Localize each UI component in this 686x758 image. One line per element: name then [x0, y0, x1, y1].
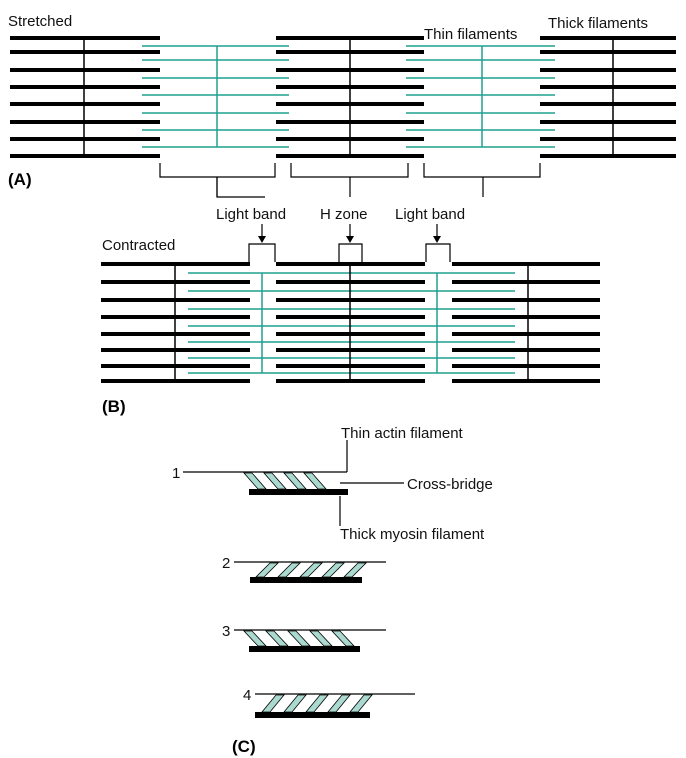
h-zone-label: H zone [320, 206, 368, 223]
band-bracket [423, 163, 541, 178]
cross-bridge [331, 630, 355, 647]
thin-filaments-label: Thin filaments [424, 26, 517, 43]
thick-filaments-label: Thick filaments [548, 15, 648, 32]
thick-myosin-filament-label: Thick myosin filament [340, 526, 485, 543]
step-2-number: 2 [222, 555, 230, 572]
cross-bridge [321, 562, 345, 578]
panel-b-contracted [101, 262, 600, 383]
panel-c-crossbridge-cycle [183, 440, 415, 718]
light-band-right-label: Light band [395, 206, 465, 223]
cross-bridge [343, 562, 367, 578]
step-1-number: 1 [172, 465, 180, 482]
cross-bridge [263, 472, 287, 490]
panel-a-letter: (A) [8, 170, 32, 189]
light-band-left-arrow-head [258, 236, 266, 243]
band-bracket [290, 163, 409, 178]
band-brackets [159, 163, 541, 262]
step-4-number: 4 [243, 687, 251, 704]
crossbridge-step [183, 471, 348, 495]
cross-bridge [349, 694, 373, 713]
panel-c-letter: (C) [232, 737, 256, 756]
small-band-bracket [248, 243, 276, 262]
crossbridge-step [234, 561, 386, 583]
step-3-number: 3 [222, 623, 230, 640]
crossbridge-step [234, 629, 386, 652]
cross-bridge [255, 562, 279, 578]
cross-bridge [243, 472, 267, 490]
light-band-right-arrow-head [433, 236, 441, 243]
band-bracket [159, 163, 276, 178]
small-band-bracket [338, 243, 363, 262]
cross-bridge [327, 694, 351, 713]
stretched-label: Stretched [8, 13, 72, 30]
thin-actin-filament-label: Thin actin filament [341, 425, 464, 442]
cross-bridge [265, 630, 289, 647]
cross-bridge [303, 472, 327, 490]
crossbridge-step [255, 693, 415, 718]
cross-bridge [261, 694, 285, 713]
bracket-connector [216, 177, 265, 198]
cross-bridge [283, 472, 307, 490]
small-band-bracket [425, 243, 451, 262]
light-band-left-label: Light band [216, 206, 286, 223]
panel-b-letter: (B) [102, 397, 126, 416]
panel-a-stretched [10, 36, 676, 158]
cross-bridge-label: Cross-bridge [407, 476, 493, 493]
h-zone-arrow-head [346, 236, 354, 243]
cross-bridge [305, 694, 329, 713]
cross-bridge [277, 562, 301, 578]
cross-bridge [299, 562, 323, 578]
cross-bridge [283, 694, 307, 713]
cross-bridge [243, 630, 267, 647]
contracted-label: Contracted [102, 237, 175, 254]
cross-bridge [309, 630, 333, 647]
cross-bridge [287, 630, 311, 647]
